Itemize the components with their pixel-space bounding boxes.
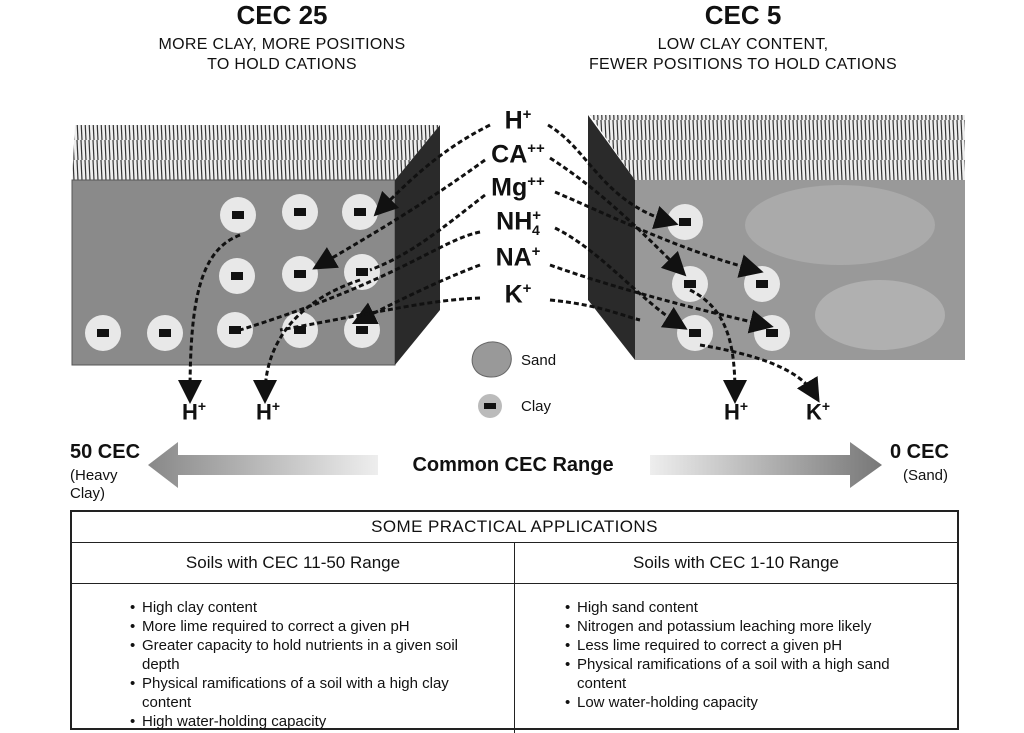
cation-symbol: K: [504, 280, 523, 309]
released-ion-left-1: H+: [182, 398, 207, 425]
cation-charge: ++: [527, 140, 545, 157]
cation-label: H+: [478, 106, 558, 135]
clay-particle: [219, 258, 255, 294]
cation-symbol: NH: [496, 207, 533, 236]
table-column-low-cec: Soils with CEC 1-10 Range High sand cont…: [515, 543, 957, 733]
arrow-right-icon: [650, 442, 882, 488]
applications-table: SOME PRACTICAL APPLICATIONS Soils with C…: [70, 510, 959, 733]
list-item: Low water-holding capacity: [565, 693, 907, 712]
clay-particle: [282, 256, 318, 292]
left-subtitle: MORE CLAY, MORE POSITIONS TO HOLD CATION…: [62, 35, 502, 75]
column-header: Soils with CEC 11-50 Range: [72, 543, 514, 584]
legend-clay-label: Clay: [521, 398, 552, 415]
clay-particle: [282, 194, 318, 230]
list-item: Less lime required to correct a given pH: [565, 636, 907, 655]
released-ion-right-1: H+: [724, 398, 749, 425]
sand-particle: [745, 185, 935, 265]
clay-icon: [478, 394, 502, 418]
clay-particle: [342, 194, 378, 230]
clay-particle: [677, 315, 713, 351]
clay-particle: [220, 197, 256, 233]
list-item: Nitrogen and potassium leaching more lik…: [565, 617, 907, 636]
released-ion-left-2: H+: [256, 398, 281, 425]
cation-charge: +: [532, 207, 542, 224]
cation-exchange-arrows: [178, 123, 820, 404]
table-title: SOME PRACTICAL APPLICATIONS: [72, 512, 957, 543]
released-ion-right-2: K+: [806, 398, 831, 425]
range-left-note: (Heavy Clay): [70, 467, 118, 503]
cation-symbol: NA: [495, 243, 532, 272]
list-item: High water-holding capacity: [130, 712, 472, 731]
cation-symbol: CA: [491, 140, 528, 169]
clay-particle: [217, 312, 253, 348]
list-item: More lime required to correct a given pH: [130, 617, 472, 636]
cation-subscript: 4: [532, 222, 540, 239]
sand-particle: [815, 280, 945, 350]
cation-charge: +: [531, 243, 541, 260]
range-right-note: (Sand): [903, 467, 949, 484]
clay-particle: [344, 254, 380, 290]
cation-label: K+: [478, 280, 558, 309]
table-column-high-cec: Soils with CEC 11-50 Range High clay con…: [72, 543, 515, 733]
range-right-value: 0 CEC: [890, 441, 949, 463]
left-subtitle-line: MORE CLAY, MORE POSITIONS: [158, 36, 406, 53]
cation-label: CA++: [478, 140, 558, 169]
cation-charge: ++: [527, 173, 545, 190]
soil-illustration: [71, 115, 965, 418]
range-left-note-line: (Heavy: [70, 467, 118, 484]
clay-particle: [667, 204, 703, 240]
right-subtitle: LOW CLAY CONTENT, FEWER POSITIONS TO HOL…: [523, 35, 963, 75]
right-subtitle-line: LOW CLAY CONTENT,: [657, 36, 829, 53]
cation-charge: +: [522, 280, 532, 297]
clay-particle: [85, 315, 121, 351]
cation-label: NA+: [478, 243, 558, 272]
grass-top: [590, 115, 965, 180]
left-subtitle-line: TO HOLD CATIONS: [207, 56, 357, 73]
cation-symbol: Mg: [491, 173, 528, 202]
cation-label: Mg++: [478, 173, 558, 202]
clay-particle: [754, 315, 790, 351]
list-item: Physical ramifications of a soil with a …: [565, 655, 907, 693]
list-item: High clay content: [130, 598, 472, 617]
clay-soil-block: [71, 125, 440, 366]
common-cec-range-label: Common CEC Range: [412, 454, 614, 476]
range-left-note-line: Clay): [70, 485, 106, 502]
clay-particle: [744, 266, 780, 302]
sand-icon: [471, 341, 512, 378]
list-item: Physical ramifications of a soil with a …: [130, 674, 472, 712]
cation-symbol: H: [504, 106, 523, 135]
list-item: High sand content: [565, 598, 907, 617]
legend-sand-label: Sand: [521, 352, 557, 369]
cation-charge: +: [522, 106, 532, 123]
clay-particle: [147, 315, 183, 351]
left-title: CEC 25: [236, 0, 328, 30]
arrow-left-icon: [148, 442, 378, 488]
column-header: Soils with CEC 1-10 Range: [515, 543, 957, 584]
range-left-value: 50 CEC: [70, 441, 141, 463]
right-subtitle-line: FEWER POSITIONS TO HOLD CATIONS: [588, 56, 897, 73]
right-title: CEC 5: [704, 0, 782, 30]
list-item: Greater capacity to hold nutrients in a …: [130, 636, 472, 674]
grass-top: [72, 125, 440, 180]
cation-label: NH+4: [478, 207, 558, 238]
clay-particle: [672, 266, 708, 302]
